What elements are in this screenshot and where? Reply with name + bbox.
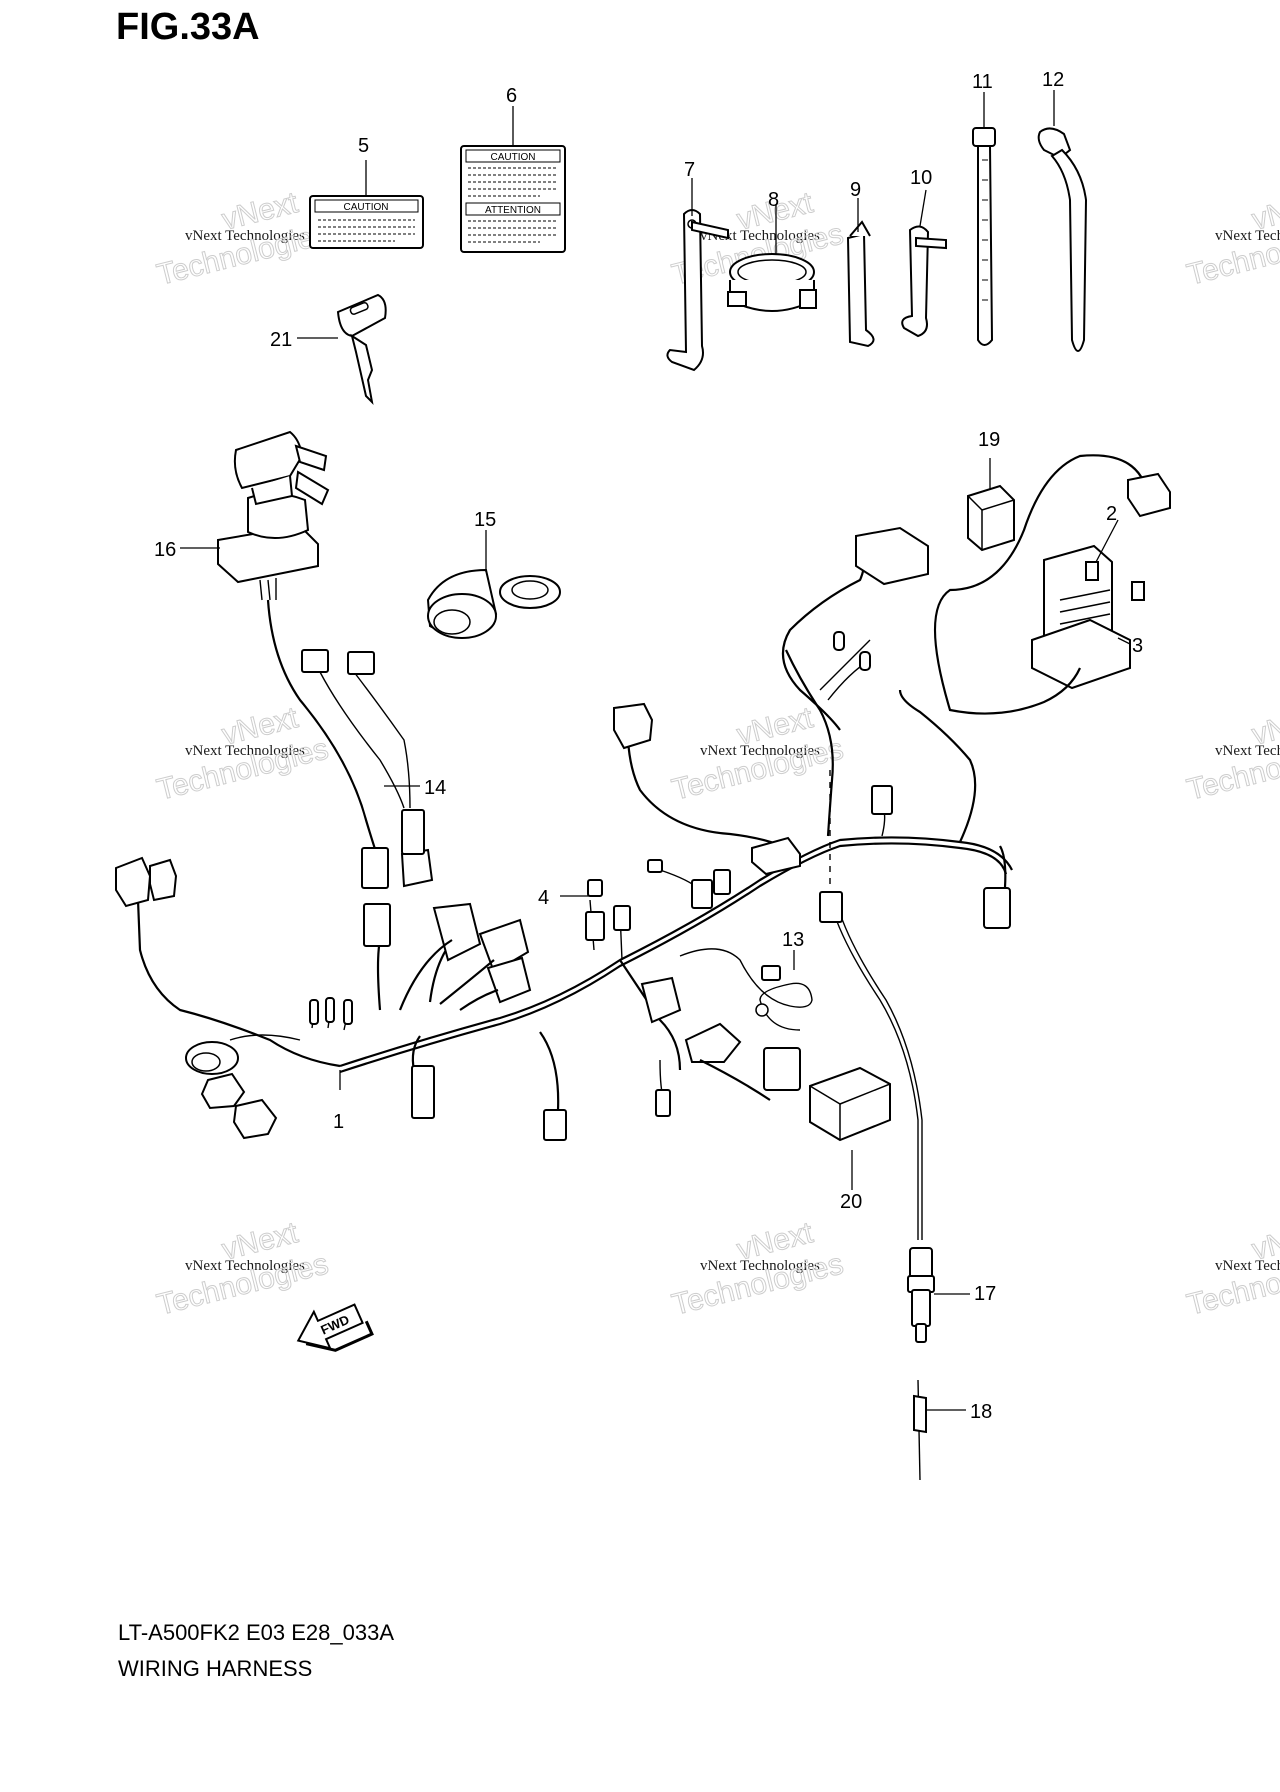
callout-4: 4 (538, 887, 549, 909)
part-8-band-clamp (727, 253, 817, 312)
callout-15: 15 (474, 509, 496, 531)
callout-9: 9 (850, 179, 861, 201)
watermark-text: vNext Technologies (185, 1258, 305, 1274)
callout-17: 17 (974, 1283, 996, 1305)
diagram-caption: WIRING HARNESS (118, 1656, 313, 1681)
watermark: vNext Technologies vNext Technologies (1183, 1216, 1280, 1323)
part-19-relay (967, 484, 1015, 552)
part-12-cable-tie (1037, 127, 1088, 352)
watermark-text: vNext Technologies (1215, 228, 1280, 244)
diagram-model-code: LT-A500FK2 E03 E28_033A (118, 1620, 395, 1645)
watermark: vNext Technologies vNext Technologies (153, 701, 332, 808)
callout-leaders (180, 90, 1131, 1411)
part-9-bracket (846, 220, 875, 348)
watermark: vNext Technologies vNext Technologies (668, 1216, 847, 1323)
watermark-text: vNext Technologies (185, 743, 305, 759)
watermark-text: vNext Technologies (1215, 743, 1280, 759)
callout-3: 3 (1132, 635, 1143, 657)
part-18-clip (913, 1379, 927, 1481)
fwd-arrow: FWD (296, 1303, 374, 1352)
callout-18: 18 (970, 1401, 992, 1423)
watermark-text: vNext Technologies (1215, 1258, 1280, 1274)
callout-13: 13 (782, 929, 804, 951)
watermark-text: vNext Technologies (185, 228, 305, 244)
callout-2: 2 (1106, 503, 1117, 525)
watermark: vNext Technologies vNext Technologies (1183, 186, 1280, 293)
part-17-oxygen-sensor (907, 1247, 935, 1343)
part-11-cable-tie (972, 127, 996, 346)
callout-16: 16 (154, 539, 176, 561)
part-5-caution-label: CAUTION (309, 195, 424, 249)
watermark-text: vNext Technologies (700, 228, 820, 244)
label-5-header: CAUTION (344, 202, 389, 213)
part-20-control-unit (809, 1066, 891, 1142)
watermark: vNext Technologies vNext Technologies (153, 1216, 332, 1323)
callout-10: 10 (910, 167, 932, 189)
label-6-header-top: CAUTION (491, 152, 536, 163)
part-10-clip (901, 225, 947, 338)
callout-12: 12 (1042, 69, 1064, 91)
part-2-fuse-and-part-3-fuse-box (1031, 544, 1145, 690)
callout-labels: 1 2 3 4 5 6 7 8 9 10 11 12 13 14 15 16 1… (154, 69, 1143, 1423)
figure-title: FIG.33A (116, 6, 260, 48)
label-6-header-bottom: ATTENTION (485, 205, 541, 216)
callout-1: 1 (333, 1111, 344, 1133)
part-6-caution-attention-label: CAUTION ATTENTION (460, 145, 566, 253)
watermark: vNext Technologies vNext Technologies (153, 186, 332, 293)
watermark-text: vNext Technologies (700, 1258, 820, 1274)
watermark: vNext Technologies vNext Technologies (668, 701, 847, 808)
callout-11: 11 (972, 71, 993, 93)
watermark-group: vNext Technologies vNext Technologies vN… (153, 186, 1280, 1323)
callout-8: 8 (768, 189, 779, 211)
watermark: vNext Technologies vNext Technologies (1183, 701, 1280, 808)
part-1-main-wiring-harness (115, 454, 1171, 1240)
part-16-ignition-switch (217, 430, 330, 601)
callout-6: 6 (506, 85, 517, 107)
callout-19: 19 (978, 429, 1000, 451)
callout-21: 21 (270, 329, 292, 351)
part-15-switch (426, 568, 561, 639)
callout-20: 20 (840, 1191, 862, 1213)
part-21-key (336, 293, 387, 405)
callout-14: 14 (424, 777, 446, 799)
callout-7: 7 (684, 159, 695, 181)
part-7-clamp (666, 209, 729, 372)
watermark-text: vNext Technologies (700, 743, 820, 759)
callout-5: 5 (358, 135, 369, 157)
